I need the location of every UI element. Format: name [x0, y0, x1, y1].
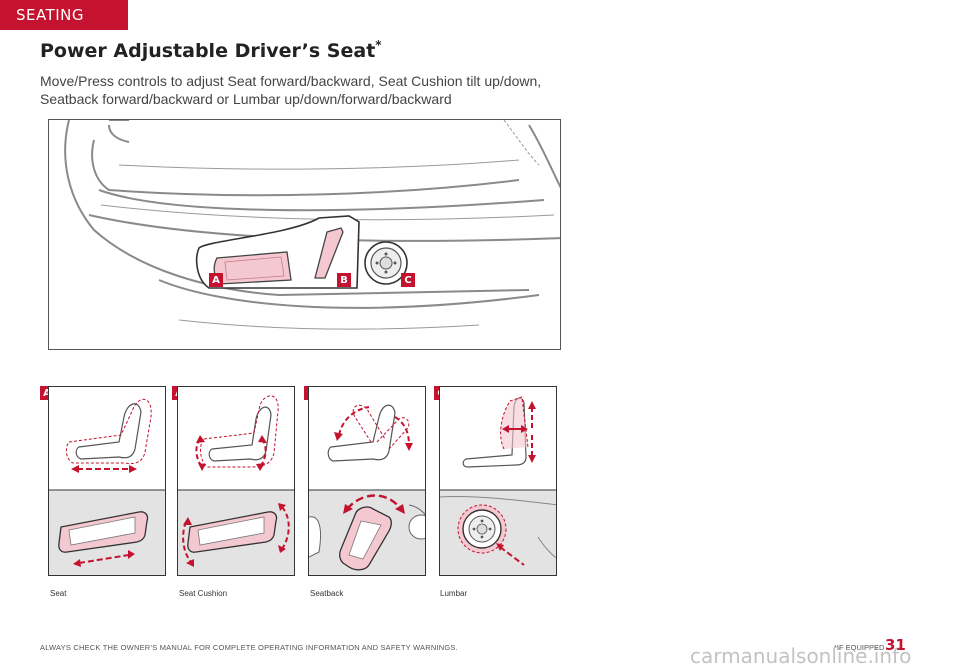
- seatback-recline-diagram: [309, 404, 425, 575]
- if-equipped-note: *IF EQUIPPED: [834, 643, 885, 652]
- panel-seatback: [308, 386, 426, 576]
- hero-callout-c: C: [401, 273, 415, 287]
- seat-controls-illustration: A B C: [48, 119, 561, 350]
- section-tag: SEATING: [0, 0, 128, 30]
- caption-seat-cushion: Seat Cushion: [179, 589, 228, 598]
- description: Move/Press controls to adjust Seat forwa…: [40, 73, 542, 107]
- page-number: 31: [885, 636, 906, 654]
- footer-warning: ALWAYS CHECK THE OWNER’S MANUAL FOR COMP…: [40, 643, 458, 652]
- caption-lumbar: Lumbar: [440, 589, 468, 598]
- caption-seatback: Seatback: [310, 589, 344, 598]
- hero-callout-b: B: [337, 273, 351, 287]
- page-title: Power Adjustable Driver’s Seat*: [40, 38, 382, 62]
- panel-lumbar: [439, 386, 557, 576]
- caption-seat: Seat: [50, 589, 67, 598]
- lumbar-support-diagram: [440, 396, 556, 575]
- hero-callout-a: A: [209, 273, 223, 287]
- title-asterisk: *: [375, 38, 382, 52]
- seat-cushion-tilt-diagram: [178, 395, 294, 575]
- panel-seat: [48, 386, 166, 576]
- seat-forward-backward-diagram: [49, 399, 165, 575]
- title-text: Power Adjustable Driver’s Seat: [40, 40, 376, 62]
- panel-seat-cushion: [177, 386, 295, 576]
- watermark: carmanualsonline.info: [690, 644, 912, 668]
- seat-side-drawing: [64, 120, 560, 330]
